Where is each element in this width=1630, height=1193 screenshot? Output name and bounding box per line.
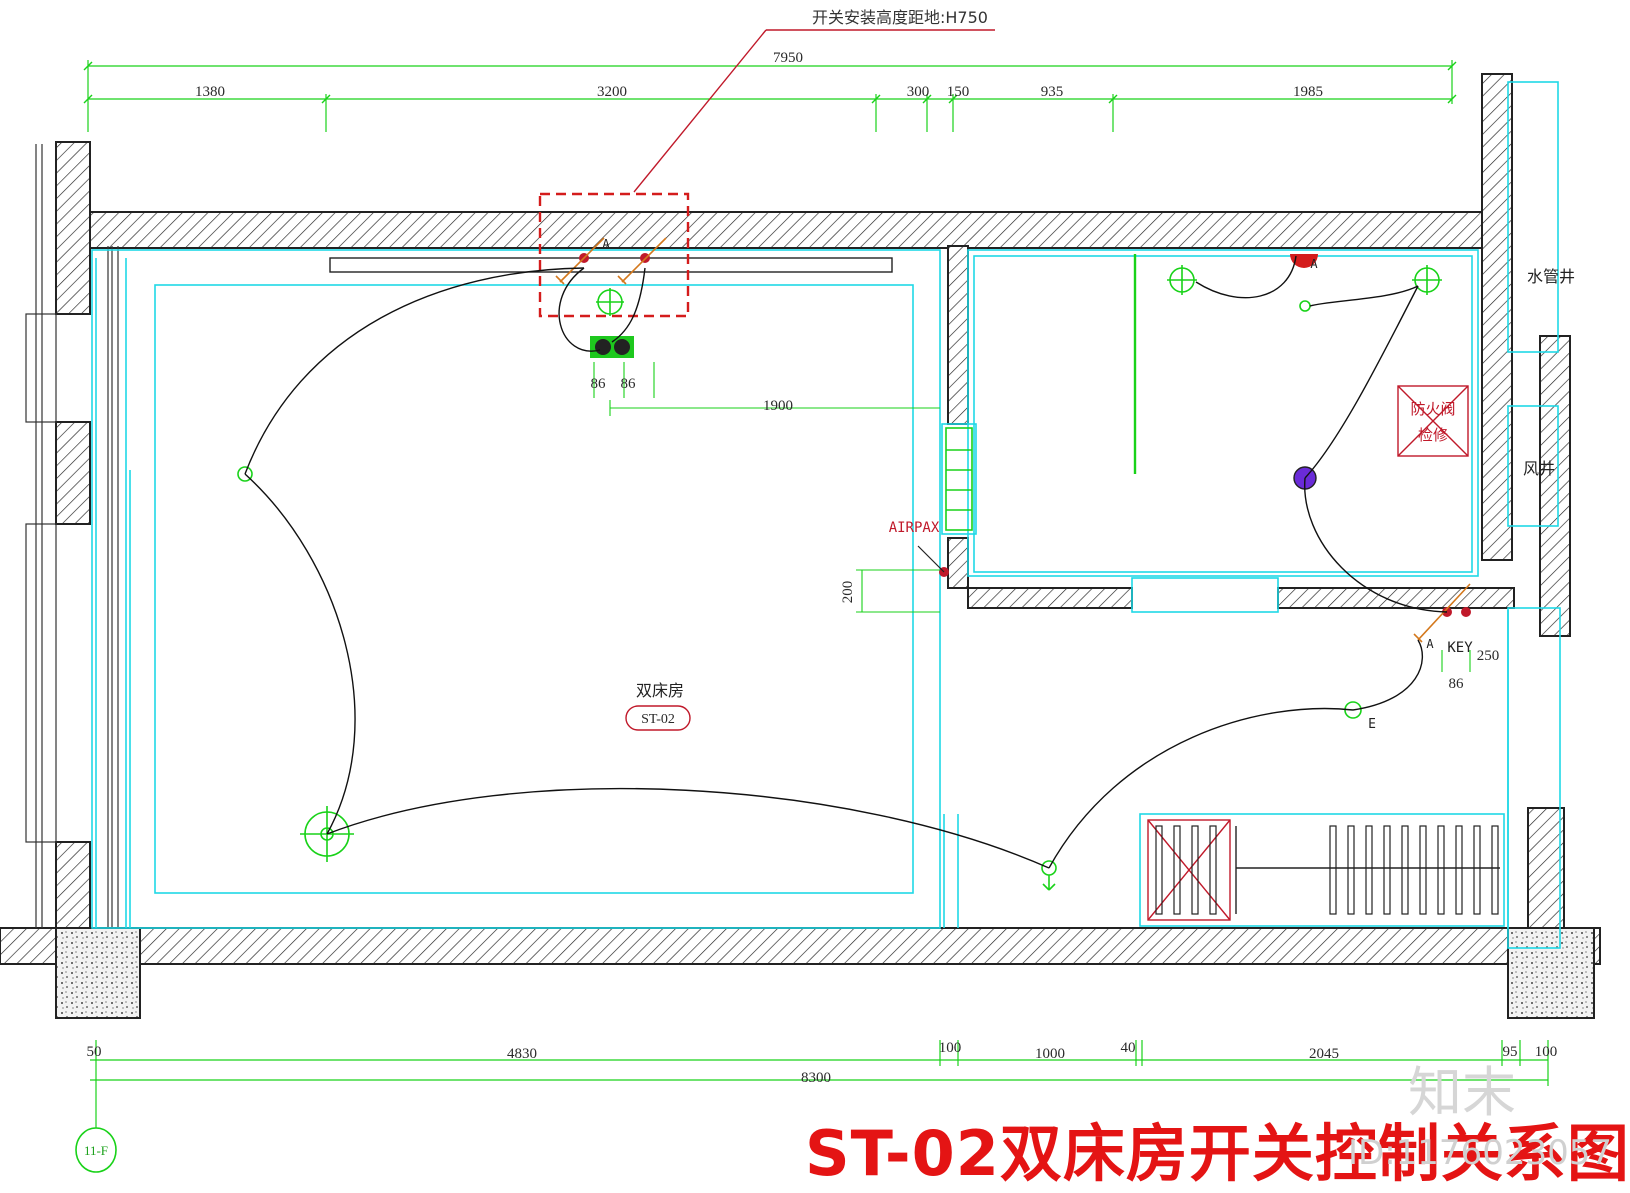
ceiling-outlines [91, 81, 1561, 949]
dim-bottom-100-right: 100 [1535, 1044, 1558, 1060]
inner-dimensions [593, 362, 1471, 672]
drawing-id: ID:1176023057 [1348, 1133, 1612, 1173]
dim-top-300: 300 [907, 84, 930, 100]
bedside-panel [590, 336, 634, 358]
walls [0, 73, 1601, 965]
hanger-4 [1209, 825, 1217, 915]
dim-top-935: 935 [1041, 84, 1064, 100]
drawing-title: ST-02双床房开关控制关系图 [805, 1117, 1630, 1190]
hanger-7 [1365, 825, 1373, 915]
control-wiring [244, 255, 1448, 869]
switch-height-note: 开关安装高度距地:H750 [812, 8, 988, 27]
dim-switch-86-b: 86 [621, 376, 637, 392]
grid-axis-label: 11-F [84, 1143, 108, 1158]
dim-top-1380: 1380 [195, 84, 225, 100]
brand-watermark: 知末 [1408, 1061, 1516, 1124]
dim-span-1900: 1900 [763, 398, 793, 414]
curtain-track [329, 257, 893, 273]
hanger-12 [1455, 825, 1463, 915]
air-shaft-label: 风井 [1523, 459, 1555, 478]
door-frame-bath [945, 427, 973, 531]
dim-airpax-200: 200 [840, 581, 856, 604]
tag-e: E [1368, 717, 1376, 732]
window-frame [25, 144, 119, 928]
hanger-13 [1473, 825, 1481, 915]
airpax-leader [917, 545, 945, 573]
dim-bottom-1000: 1000 [1035, 1046, 1065, 1062]
tag-a-3: A [1426, 637, 1434, 651]
bottom-dimension-chain [90, 1040, 1549, 1128]
fire-damper-access [1397, 385, 1469, 457]
airpax-label: AIRPAX [889, 520, 940, 536]
dim-bottom-2045: 2045 [1309, 1046, 1339, 1062]
key-label: KEY [1447, 640, 1473, 656]
dim-top-3200: 3200 [597, 84, 627, 100]
dim-top-150: 150 [947, 84, 970, 100]
dim-key-86: 86 [1449, 676, 1465, 692]
room-code-badge [625, 705, 691, 731]
water-shaft-label: 水管井 [1527, 267, 1575, 286]
hanger-3 [1191, 825, 1199, 915]
dim-switch-86-a: 86 [591, 376, 607, 392]
hanger-10 [1419, 825, 1427, 915]
bath-switch-icon [1290, 254, 1318, 268]
room-code: ST-02 [641, 712, 675, 727]
dim-bottom-50: 50 [87, 1044, 102, 1060]
top-dimension-chain [87, 60, 1453, 132]
wardrobe [1147, 819, 1500, 921]
dim-bottom-4830: 4830 [507, 1046, 537, 1062]
fire-damper-label-2: 检修 [1418, 426, 1448, 444]
floor-plan: 7950 1380 3200 300 150 935 1985 开关安装高度距地… [0, 8, 1601, 1173]
hanger-8 [1383, 825, 1391, 915]
dim-bottom-100: 100 [939, 1040, 962, 1056]
dim-bottom-95: 95 [1503, 1044, 1518, 1060]
hanger-2 [1173, 825, 1181, 915]
structural-columns [55, 927, 1595, 1019]
hanger-1 [1155, 825, 1163, 915]
dim-bottom-total: 8300 [801, 1070, 831, 1086]
hanger-6 [1347, 825, 1355, 915]
hanger-9 [1401, 825, 1409, 915]
switch-cluster-highlight [538, 192, 690, 318]
tag-a-2: A [1310, 257, 1318, 271]
dim-key-250: 250 [1477, 648, 1500, 664]
wardrobe-hangers [1155, 825, 1499, 915]
dim-top-total: 7950 [773, 50, 803, 66]
grid-axis-bubble [75, 1127, 117, 1173]
dim-bottom-40: 40 [1121, 1040, 1136, 1056]
tag-a-1: A [602, 237, 610, 251]
room-name: 双床房 [636, 681, 684, 700]
hanger-11 [1437, 825, 1445, 915]
switch-height-note-leader [633, 29, 995, 193]
dim-top-1985: 1985 [1293, 84, 1323, 100]
fire-damper-label-1: 防火阀 [1410, 400, 1455, 418]
hanger-5 [1329, 825, 1337, 915]
top-dimension-ticks [83, 61, 1457, 104]
hanger-14 [1491, 825, 1499, 915]
